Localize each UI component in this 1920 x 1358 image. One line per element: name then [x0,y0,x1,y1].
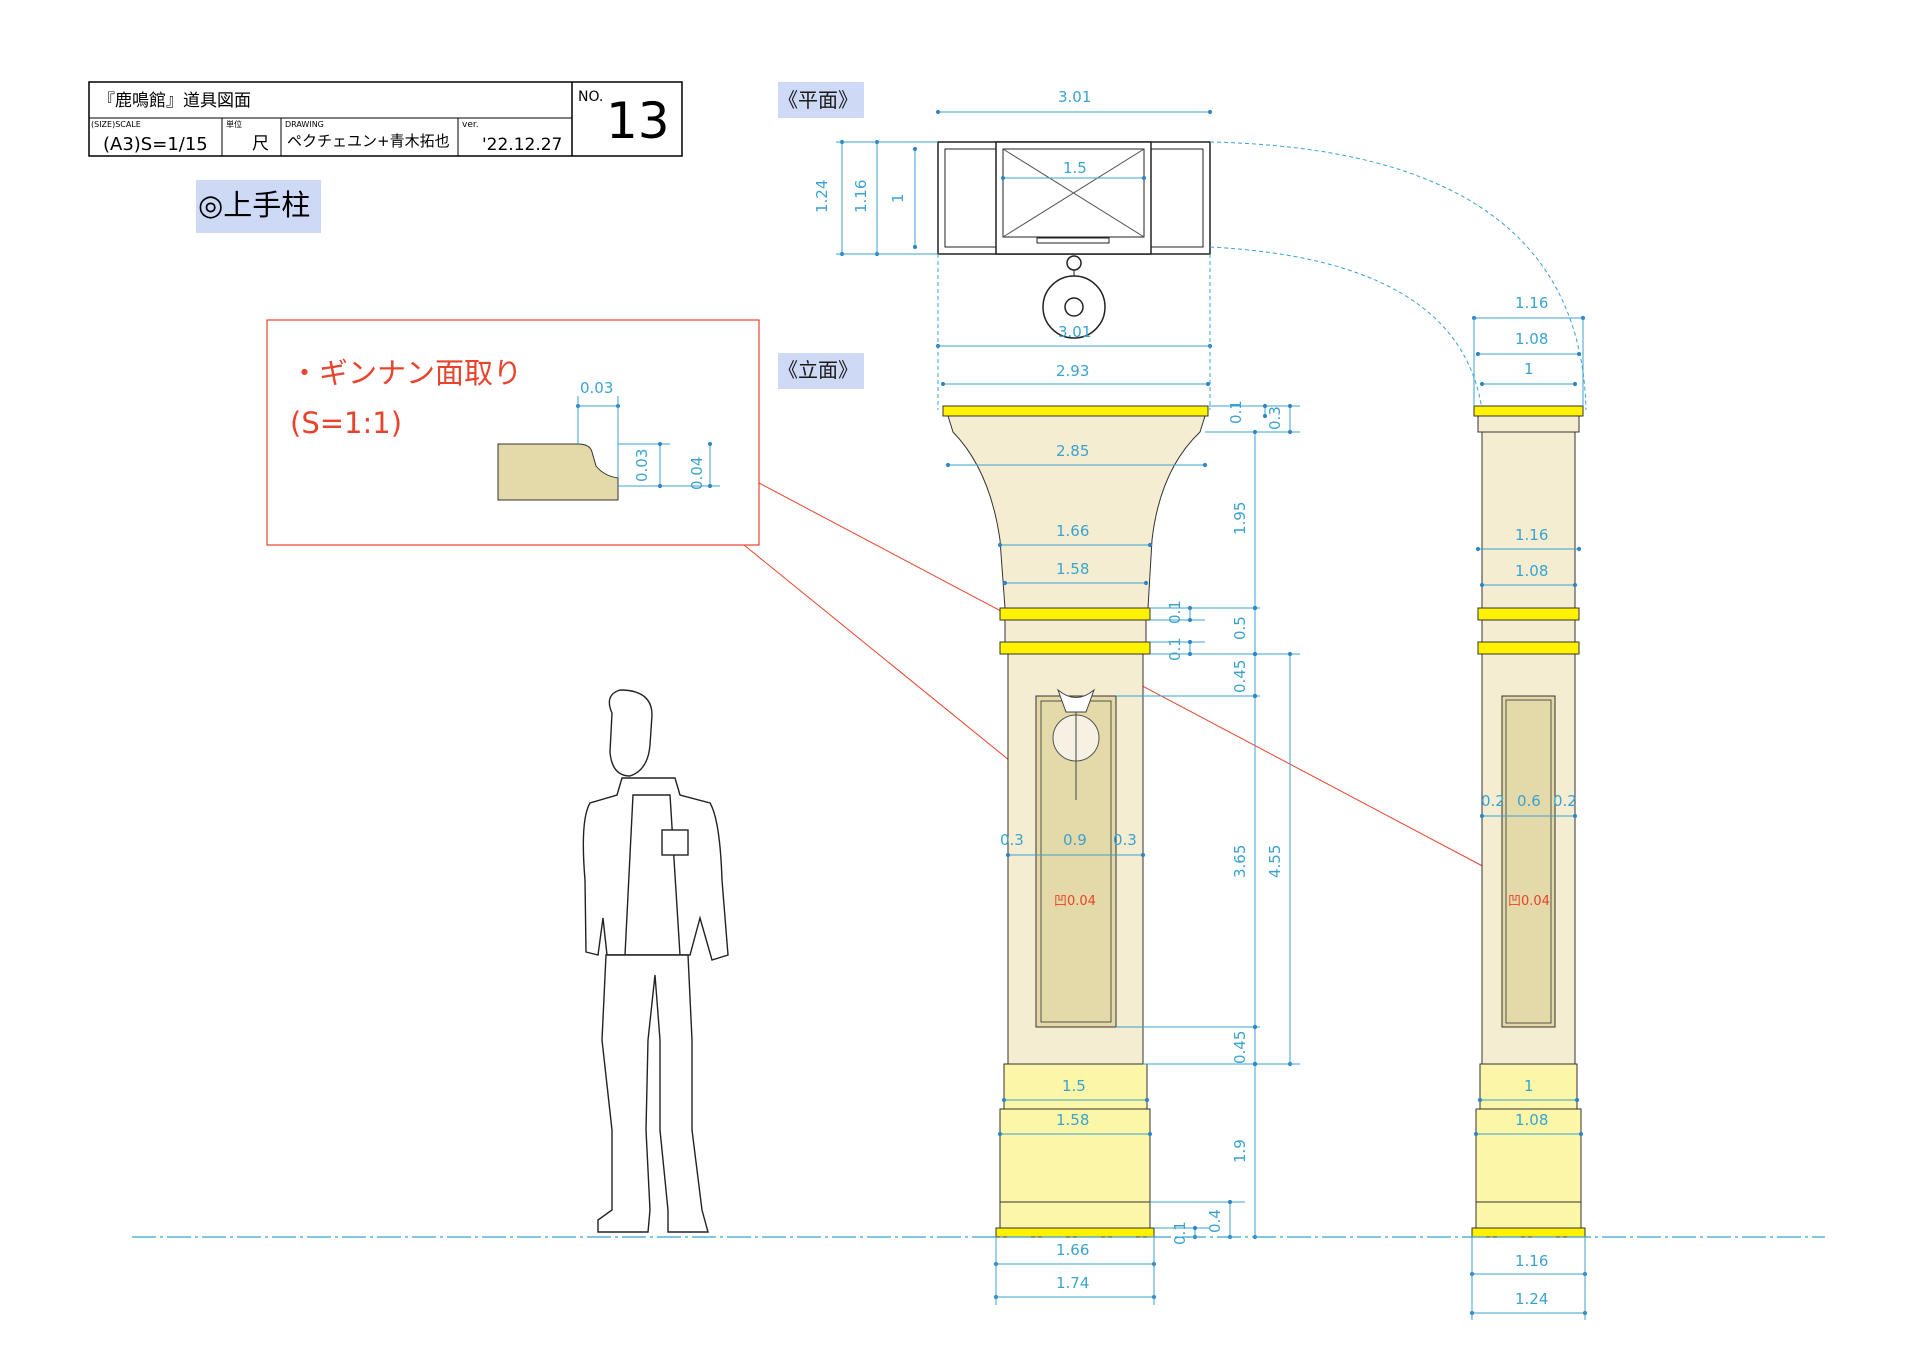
plan-depth-1: 1.24 [813,180,831,213]
no-label: NO. [578,89,603,105]
dim-neck-2: 1.58 [1056,560,1089,578]
plan-width-top: 3.01 [1058,88,1091,106]
dim-base-2: 1.58 [1056,1111,1089,1129]
scale-value: (A3)S=1/15 [103,134,208,155]
ver-header: ver. [462,120,479,130]
heading-highlight [196,180,321,233]
side-dim-foot-1: 1.16 [1515,1252,1548,1270]
detail-title: ・ギンナン面取り [290,356,522,390]
plan-inner-width: 1.5 [1063,159,1087,177]
plan-depth-2: 1.16 [852,180,870,213]
dim-left-margin: 0.3 [1000,831,1024,849]
dim-foot-1: 1.66 [1056,1241,1089,1259]
dim-v-panel-bottom: 0.45 [1231,1031,1249,1064]
dim-right-margin: 0.3 [1113,831,1137,849]
side-dim-panel: 0.6 [1517,792,1541,810]
dim-neck-1: 1.66 [1056,522,1089,540]
chamfer-detail: ・ギンナン面取り (S=1:1) 0.03 0.03 0.04 [266,319,1491,871]
side-dim-neck-1: 1.16 [1515,526,1548,544]
side-dim-foot-2: 1.24 [1515,1290,1548,1308]
human-scale-figure [582,689,729,1233]
drawing-header: DRAWING [285,120,324,129]
dim-v-base: 1.9 [1231,1139,1249,1163]
dim-v-cap: 0.3 [1266,406,1284,430]
unit-header: 単位 [226,119,242,129]
front-elevation: 2.93 2.85 1.66 1.58 0.3 0.9 0.3 凹0.04 1.… [940,362,1300,1305]
plan-view-label: 《平面》 [778,88,858,112]
side-dim-left: 0.2 [1481,792,1505,810]
dim-base-1: 1.5 [1062,1077,1086,1095]
plan-width-bottom: 3.01 [1058,323,1091,341]
side-recess-note: 凹0.04 [1508,894,1550,909]
side-elevation: 1.16 1.08 1 1.16 1.08 0.2 0.6 0.2 凹0.04 … [1469,294,1588,1320]
plan-view: 3.01 1.5 3.01 1.24 1.16 1 [813,88,1587,411]
scale-header: (SIZE)SCALE [91,120,141,129]
dim-v-flare: 1.95 [1231,502,1249,535]
plan-tag-bg [778,82,864,118]
plan-depth-3: 1 [889,193,907,203]
page-heading: ◎上手柱 [198,188,310,222]
dim-panel-width: 0.9 [1063,831,1087,849]
side-dim-top-2: 1.08 [1515,330,1548,348]
dim-foot-2: 1.74 [1056,1274,1089,1292]
side-dim-neck-2: 1.08 [1515,562,1548,580]
recess-note: 凹0.04 [1054,894,1096,909]
detail-scale: (S=1:1) [290,406,402,440]
detail-dim-height1: 0.03 [633,449,651,482]
title-text: 『鹿鳴館』道具図面 [98,91,251,111]
title-block: 『鹿鳴館』道具図面 NO. 13 (SIZE)SCALE (A3)S=1/15 … [88,81,683,157]
side-dim-right: 0.2 [1553,792,1577,810]
dim-cap-width: 2.85 [1056,442,1089,460]
dim-v-cap-band: 0.1 [1227,400,1245,424]
dim-v-band-1: 0.1 [1166,600,1184,624]
detail-dim-height2: 0.04 [688,457,706,490]
elevation-view-label: 《立面》 [778,358,858,382]
dim-v-collar: 0.5 [1231,616,1249,640]
side-dim-base-2: 1.08 [1515,1111,1548,1129]
dim-top-width: 2.93 [1056,362,1089,380]
unit-value: 尺 [252,134,269,154]
side-dim-base-1: 1 [1524,1077,1534,1095]
side-dim-top-3: 1 [1524,360,1534,378]
dim-v-panel-top: 0.45 [1231,660,1249,693]
dim-v-band-2: 0.1 [1166,637,1184,661]
dim-v-plinth: 0.1 [1171,1221,1189,1245]
dim-v-foot: 0.4 [1206,1209,1224,1233]
side-dim-top-1: 1.16 [1515,294,1548,312]
drawing-value: ペクチェユン+青木拓也 [287,132,450,150]
dim-v-shaft: 4.55 [1266,845,1284,878]
sheet-number: 13 [606,92,670,150]
dim-v-panel: 3.65 [1231,845,1249,878]
detail-dim-width: 0.03 [580,379,613,397]
ver-value: '22.12.27 [482,135,562,155]
elevation-tag-bg [778,353,864,389]
